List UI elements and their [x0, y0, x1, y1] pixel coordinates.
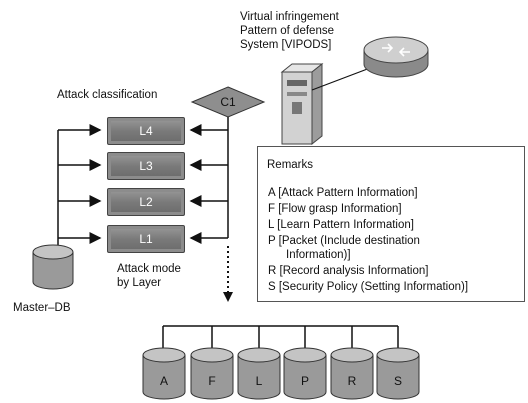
system-title: Virtual infringement Pattern of defense … [240, 10, 339, 52]
remark-item: A [Attack Pattern Information] [268, 187, 418, 199]
remark-item: L [Learn Pattern Information] [268, 219, 414, 231]
remark-item: R [Record analysis Information] [268, 265, 429, 277]
layer-block-l4: L4 [107, 117, 185, 145]
remarks-heading: Remarks [267, 159, 314, 171]
layer-block-l3: L3 [107, 152, 185, 180]
remark-item: S [Security Policy (Setting Information)… [268, 281, 469, 293]
remark-item: F [Flow grasp Information] [268, 203, 402, 215]
classifier-label: C1 [220, 95, 236, 109]
master-db-label: Master–DB [13, 302, 71, 314]
db-label-f: F [208, 374, 216, 388]
db-label-l: L [255, 374, 263, 388]
attack-mode-label-line1: Attack mode [117, 263, 181, 275]
server-icon [280, 62, 324, 146]
db-label-p: P [300, 374, 309, 388]
db-label-s: S [393, 374, 402, 388]
db-label-r: R [347, 374, 357, 388]
layer-block-l2: L2 [107, 188, 185, 216]
remark-item: P [Packet (Include destination [268, 235, 420, 247]
layer-block-l1: L1 [107, 225, 185, 253]
remarks-box: Remarks A [Attack Pattern Information] F… [257, 146, 525, 302]
master-db-cylinder [32, 244, 74, 290]
db-cylinders [142, 347, 420, 400]
db-label-a: A [159, 374, 168, 388]
remark-item-continuation: Information)] [286, 249, 351, 261]
system-title-line: Pattern of defense [240, 25, 334, 37]
router-icon [363, 36, 429, 78]
attack-classification-label: Attack classification [57, 89, 158, 101]
system-title-line: System [VIPODS] [240, 39, 332, 51]
system-title-line: Virtual infringement [240, 11, 339, 23]
attack-mode-label-line2: by Layer [117, 277, 162, 289]
